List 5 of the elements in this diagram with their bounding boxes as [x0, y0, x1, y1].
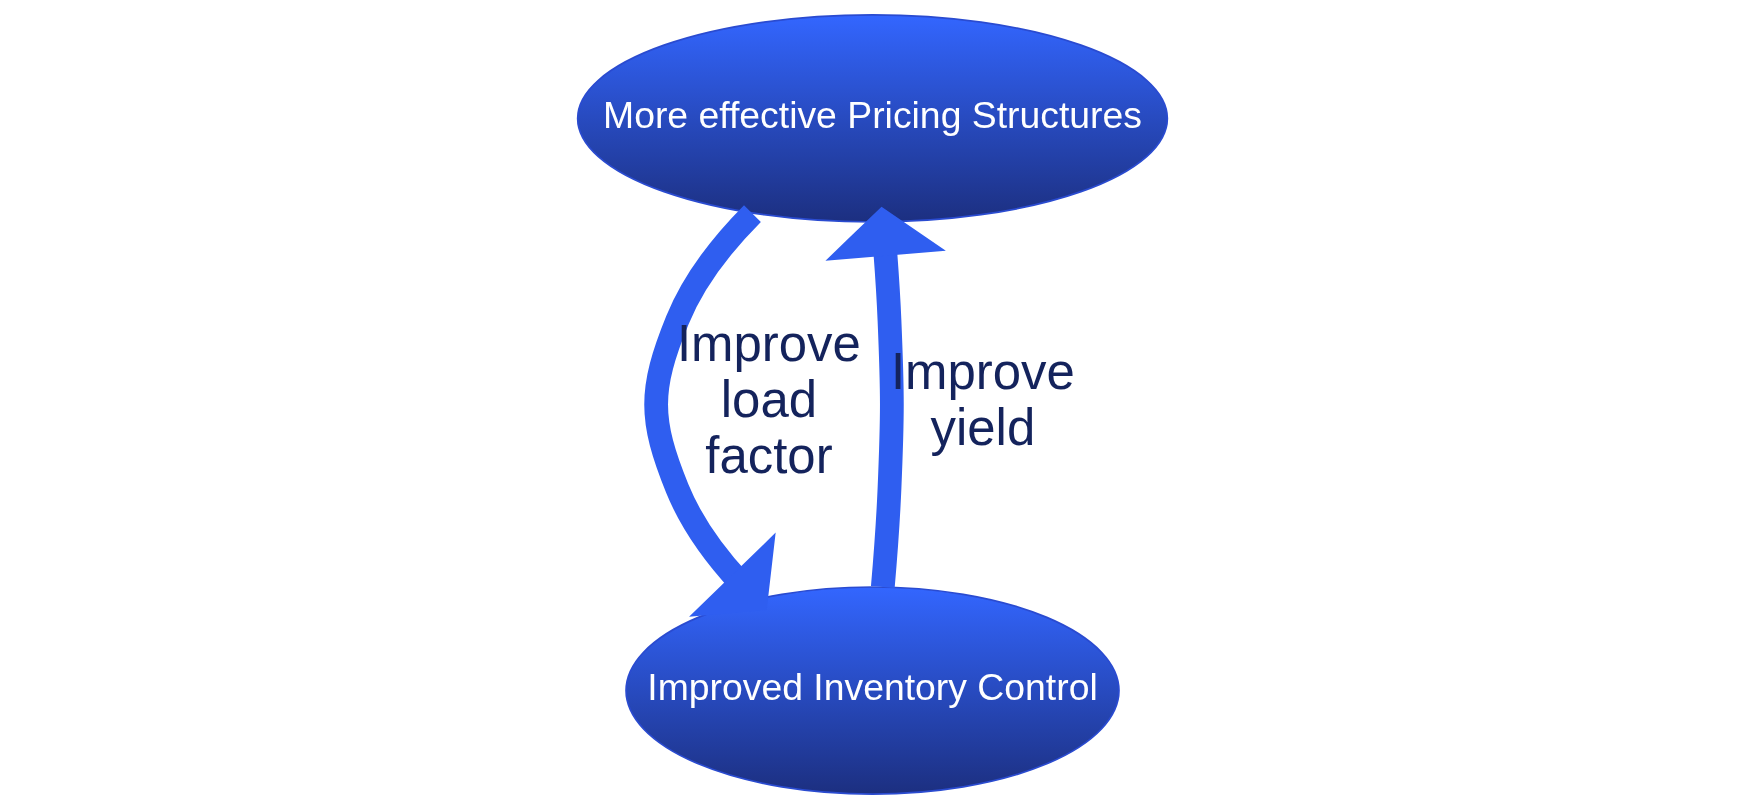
node-ellipse: Improved Inventory Control	[625, 586, 1120, 795]
node-ellipse: More effective Pricing Structures	[576, 14, 1169, 223]
arrow	[825, 206, 946, 589]
edge-label: Improve load factor	[676, 315, 861, 485]
arrow	[644, 205, 776, 617]
